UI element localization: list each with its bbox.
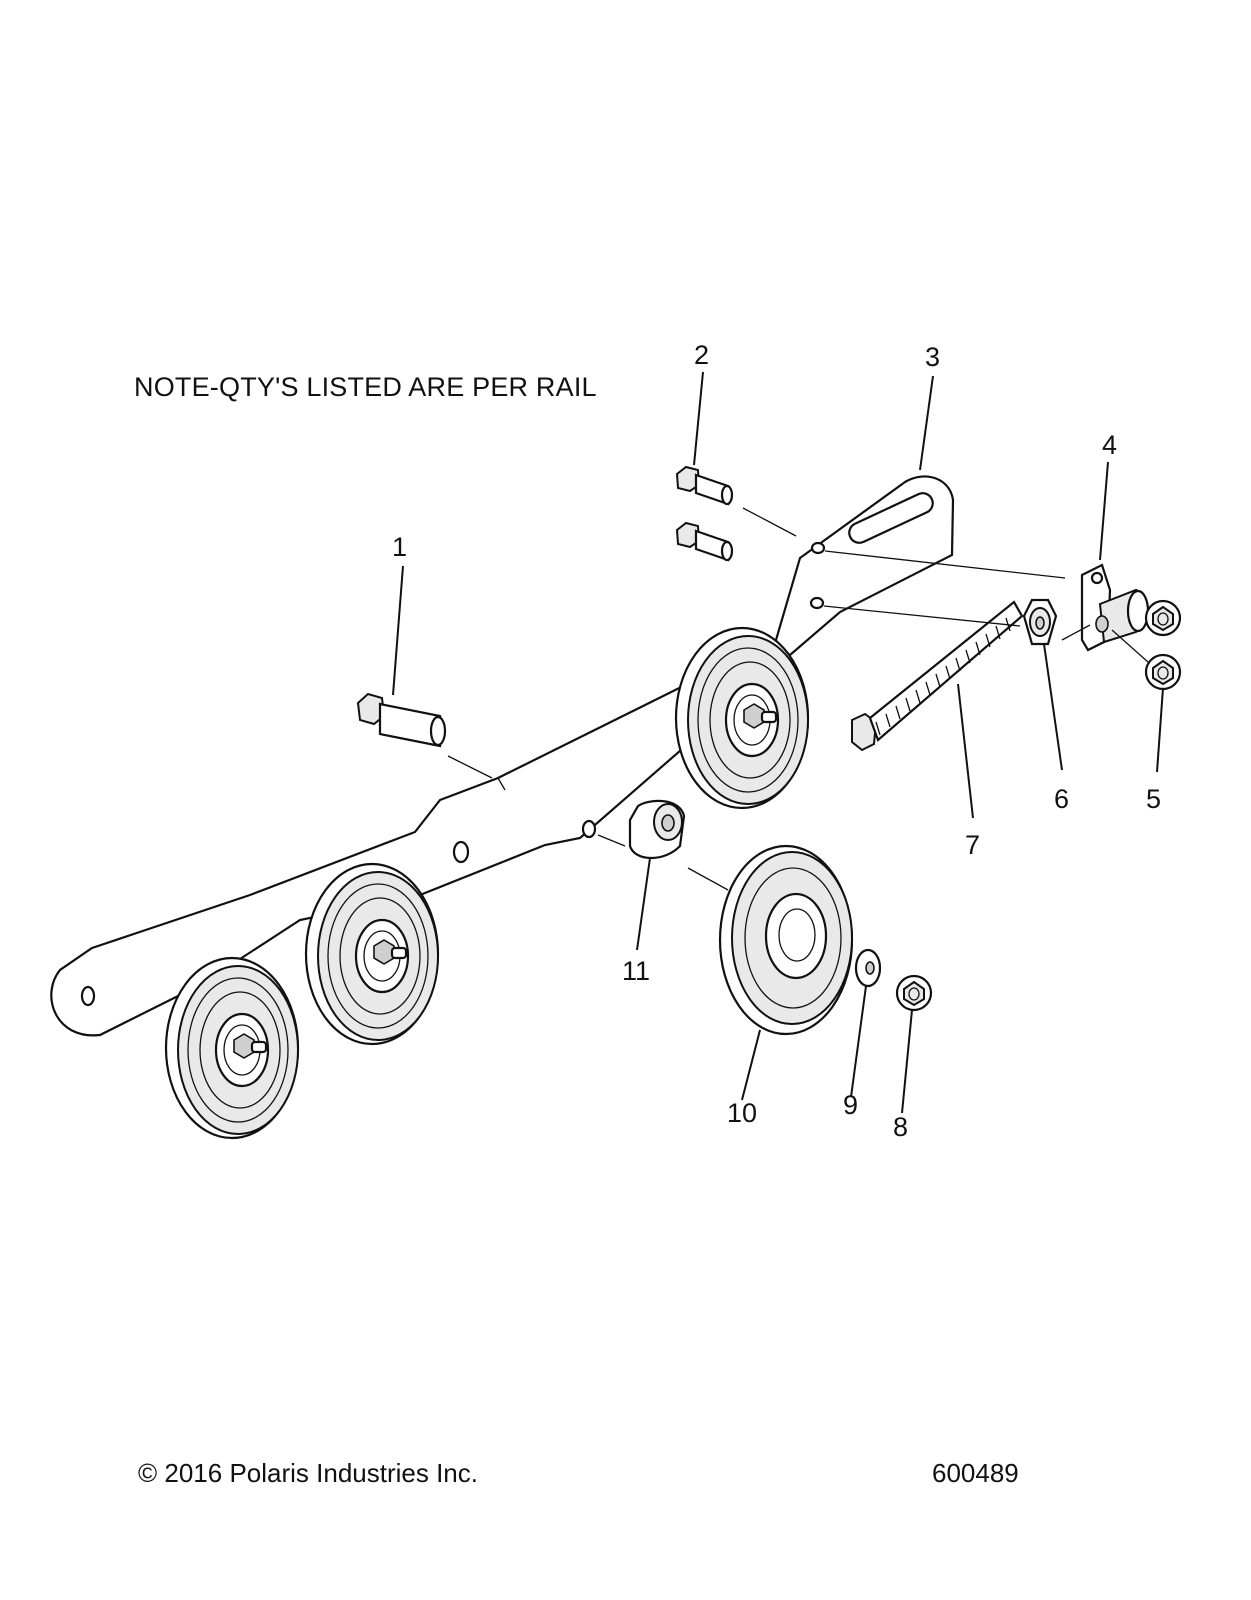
callout-10: 10 <box>727 1098 757 1128</box>
hex-bolt-long <box>356 692 447 748</box>
explode-lines <box>447 507 1149 891</box>
figure-number: 600489 <box>932 1458 1019 1488</box>
idler-wheel-rear <box>164 956 300 1140</box>
track-adjuster-bolt <box>851 600 1024 752</box>
callout-6: 6 <box>1054 784 1069 814</box>
idler-wheel-middle <box>304 862 440 1046</box>
callout-8: 8 <box>893 1112 908 1142</box>
callout-2: 2 <box>694 340 709 370</box>
callout-3: 3 <box>925 342 940 372</box>
callout-7: 7 <box>965 830 980 860</box>
flange-nut-lower <box>1144 653 1182 691</box>
callout-leaders <box>392 371 1164 1114</box>
exploded-idler-wheel <box>718 844 854 1036</box>
hex-bolt-lower <box>675 521 734 562</box>
spacer-bushing <box>628 799 686 859</box>
flange-nut-upper <box>1144 599 1182 637</box>
callout-1: 1 <box>392 532 407 562</box>
hex-jam-nut <box>1022 598 1058 646</box>
copyright-text: © 2016 Polaris Industries Inc. <box>138 1458 478 1488</box>
flat-washer <box>854 948 882 988</box>
callout-4: 4 <box>1102 430 1117 460</box>
flange-nut-wheel <box>895 974 933 1012</box>
callout-11: 11 <box>622 956 650 986</box>
callout-5: 5 <box>1146 784 1161 814</box>
callout-9: 9 <box>843 1090 858 1120</box>
note-text: NOTE-QTY'S LISTED ARE PER RAIL <box>134 372 597 402</box>
adjuster-block <box>1080 563 1150 652</box>
callout-labels: 1 2 3 4 5 6 7 8 9 10 11 <box>392 340 1161 1142</box>
idler-wheel-upper <box>674 626 810 810</box>
hex-bolt-upper <box>675 465 734 506</box>
